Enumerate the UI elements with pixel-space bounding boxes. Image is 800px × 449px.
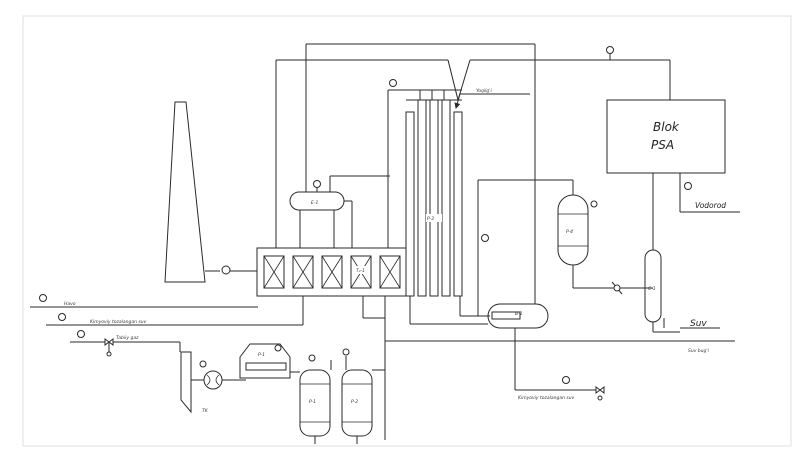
- piping: Yoqilg'i Suv bug'i: [30, 43, 740, 444]
- label-hx: T₂-1: [356, 268, 365, 274]
- reformer-r3: P-3: [405, 99, 463, 297]
- blok-psa: Blok PSA: [606, 99, 726, 174]
- label-r1: P-1: [309, 399, 316, 405]
- separator-c1: C-1: [644, 249, 662, 323]
- reactor-r2: P-2: [341, 369, 373, 437]
- label-r3: P-3: [427, 216, 434, 222]
- convection-section: T₂-1: [256, 247, 408, 297]
- vessel-r4: P-4: [557, 194, 589, 266]
- label-r4: P-4: [566, 229, 573, 235]
- label-s1: C-1: [648, 286, 656, 292]
- drum-e1: E-1: [289, 180, 345, 211]
- chimney: [164, 101, 257, 283]
- label-r2: P-2: [351, 399, 358, 405]
- label-e1: E-1: [311, 200, 318, 206]
- compressor-tk: TK: [180, 351, 246, 414]
- label-p1: P-1: [258, 352, 265, 358]
- reactor-r1: P-1: [299, 369, 331, 437]
- label-suv: Suv: [690, 319, 707, 329]
- label-blok-2: PSA: [651, 138, 674, 152]
- label-tk: TK: [202, 408, 209, 414]
- label-yoqilgi: Yoqilg'i: [476, 88, 492, 94]
- boiler-b1: B-1: [487, 303, 549, 329]
- drawing-frame: [22, 15, 792, 447]
- label-tabiiy-gaz: Tabiiy gaz: [116, 335, 139, 341]
- label-suv-bugi: Suv bug'i: [688, 348, 710, 354]
- label-kimyoviy-bottom: Kimyoviy tozalangan suv: [518, 395, 575, 401]
- label-b1: B-1: [515, 311, 523, 317]
- label-blok-1: Blok: [653, 120, 680, 134]
- label-kimyoviy-top: Kimyoviy tozalangan suv: [90, 319, 147, 325]
- heater-p1: P-1: [239, 343, 291, 379]
- label-vodorod: Vodorod: [695, 201, 726, 210]
- label-havo: Havo: [64, 301, 76, 307]
